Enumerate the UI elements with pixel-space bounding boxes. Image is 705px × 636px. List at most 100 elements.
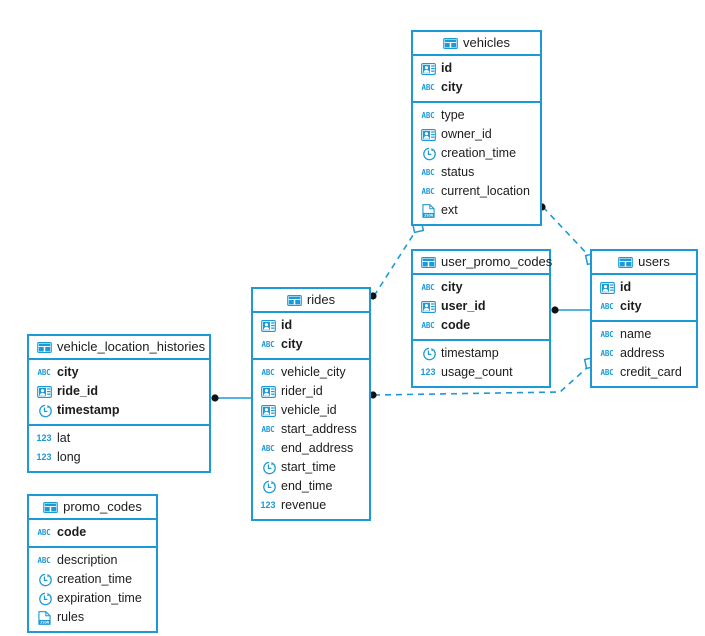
abc-string-icon: ABC xyxy=(261,443,275,453)
field-name: owner_id xyxy=(441,127,492,142)
table-header-vehicle_location_histories[interactable]: vehicle_location_histories xyxy=(29,336,209,360)
123-number-icon: 123 xyxy=(260,500,276,510)
relationship-edge-vlh-to-rides[interactable] xyxy=(211,394,251,402)
table-name: rides xyxy=(306,292,336,307)
abc-string-icon: ABC xyxy=(37,527,51,537)
field-row-id[interactable]: id xyxy=(592,278,696,297)
svg-text:JSON: JSON xyxy=(39,619,49,624)
field-row-start_time[interactable]: start_time xyxy=(253,458,369,477)
field-row-description[interactable]: ABC description xyxy=(29,551,156,570)
abc-string-icon: ABC xyxy=(37,367,51,377)
field-name: creation_time xyxy=(441,146,517,161)
field-row-owner_id[interactable]: owner_id xyxy=(413,125,540,144)
field-name: expiration_time xyxy=(57,591,142,606)
table-name: vehicle_location_histories xyxy=(57,339,206,354)
field-row-current_location[interactable]: ABC current_location xyxy=(413,182,540,201)
table-header-users[interactable]: users xyxy=(592,251,696,275)
table-icon xyxy=(287,291,302,313)
field-name: lat xyxy=(57,431,71,446)
abc-string-icon: ABC xyxy=(421,282,435,292)
abc-string-icon: ABC xyxy=(421,320,435,330)
field-row-ext[interactable]: JSON ext xyxy=(413,201,540,220)
field-row-lat[interactable]: 123 lat xyxy=(29,429,209,448)
relationship-edge-upc-to-users[interactable] xyxy=(551,306,590,314)
field-row-ride_id[interactable]: ride_id xyxy=(29,382,209,401)
field-row-id[interactable]: id xyxy=(413,59,540,78)
table-icon xyxy=(37,338,52,360)
id-badge-icon xyxy=(260,319,276,333)
table-header-rides[interactable]: rides xyxy=(253,289,369,313)
field-name: long xyxy=(57,450,81,465)
field-name: ext xyxy=(441,203,458,218)
field-name: city xyxy=(441,280,463,295)
field-row-expiration_time[interactable]: expiration_time xyxy=(29,589,156,608)
table-header-user_promo_codes[interactable]: user_promo_codes xyxy=(413,251,553,275)
id-badge-icon xyxy=(420,128,436,142)
field-name: start_time xyxy=(281,460,336,475)
field-row-vehicle_id[interactable]: vehicle_id xyxy=(253,401,369,420)
123-number-icon: 123 xyxy=(36,433,52,443)
field-name: address xyxy=(620,346,665,361)
abc-string-icon: ABC xyxy=(261,339,275,349)
field-name: vehicle_city xyxy=(281,365,346,380)
column-section: ABC description creation_time expiration_ti… xyxy=(29,546,156,631)
field-row-end_time[interactable]: end_time xyxy=(253,477,369,496)
abc-string-icon: ABC xyxy=(37,555,51,565)
table-header-vehicles[interactable]: vehicles xyxy=(413,32,540,56)
table-icon xyxy=(443,34,458,56)
field-name: status xyxy=(441,165,475,180)
field-name: description xyxy=(57,553,118,568)
field-row-rider_id[interactable]: rider_id xyxy=(253,382,369,401)
abc-string-icon: ABC xyxy=(421,186,435,196)
id-badge-icon xyxy=(420,300,436,314)
id-badge-icon xyxy=(420,62,436,76)
table-name: user_promo_codes xyxy=(441,254,553,269)
table-header-promo_codes[interactable]: promo_codes xyxy=(29,496,156,520)
field-row-creation_time[interactable]: creation_time xyxy=(413,144,540,163)
field-row-id[interactable]: id xyxy=(253,316,369,335)
abc-string-icon: ABC xyxy=(600,329,614,339)
field-name: current_location xyxy=(441,184,530,199)
field-row-user_id[interactable]: user_id xyxy=(413,297,549,316)
clock-icon xyxy=(420,147,436,161)
field-name: ride_id xyxy=(57,384,98,399)
abc-string-icon: ABC xyxy=(421,167,435,177)
svg-text:JSON: JSON xyxy=(423,212,433,217)
field-row-creation_time[interactable]: creation_time xyxy=(29,570,156,589)
abc-string-icon: ABC xyxy=(421,82,435,92)
field-row-timestamp[interactable]: timestamp xyxy=(29,401,209,420)
field-row-city[interactable]: ABC city xyxy=(413,278,549,297)
field-row-timestamp[interactable]: timestamp xyxy=(413,344,549,363)
field-row-status[interactable]: ABC status xyxy=(413,163,540,182)
field-name: timestamp xyxy=(57,403,120,418)
edge-endpoint-dot xyxy=(551,306,559,314)
